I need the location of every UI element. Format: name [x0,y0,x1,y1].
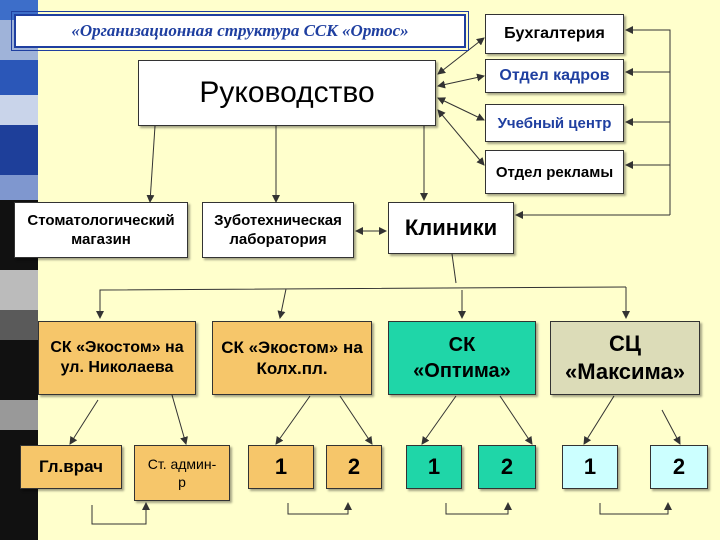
link-c4-sub2 [661,409,681,445]
link-management-accounting [437,37,485,75]
node-clinic-3: СК «Оптима» [388,321,536,395]
link-management-training [437,97,485,121]
node-c3-sub2: 2 [478,445,536,489]
strip-block [0,310,38,340]
chart-title: «Организационная структура ССК «Ортос» [11,11,469,51]
strip-block [0,60,38,95]
strip-block [0,125,38,175]
node-training: Учебный центр [485,104,624,142]
link-c2-sub1 [275,395,311,445]
node-c1-head: Гл.врач [20,445,122,489]
node-management: Руководство [138,60,436,126]
node-c4-sub1: 1 [562,445,618,489]
bracket-c1 [91,502,150,525]
node-c2-sub2: 2 [326,445,382,489]
node-clinic-1: СК «Экостом» на ул. Николаева [38,321,196,395]
node-c3-sub1: 1 [406,445,462,489]
clinics-bus [99,286,627,305]
link-c3-sub2 [499,395,533,445]
node-c2-sub1: 1 [248,445,314,489]
node-clinics: Клиники [388,202,514,254]
node-accounting: Бухгалтерия [485,14,624,54]
node-dental-shop: Стоматологический магазин [14,202,188,258]
node-hr: Отдел кадров [485,59,624,93]
bracket-c3 [445,502,512,515]
bracket-c4 [599,502,672,515]
bracket-accounting [625,26,671,215]
link-c1-admin [171,394,188,445]
bracket-c2 [287,502,352,515]
strip-block [0,270,38,310]
strip-block [0,400,38,430]
strip-block [0,95,38,125]
link-c4-sub1 [583,395,615,445]
link-clinics-bus [451,253,457,284]
link-management-hr [437,73,485,89]
node-c4-sub2: 2 [650,445,708,489]
node-clinic-4: СЦ «Максима» [550,321,700,395]
link-management-shop [146,125,156,203]
node-c1-admin: Ст. админ-р [134,445,230,501]
link-c1-head [69,399,99,445]
link-c2-sub2 [339,395,373,445]
strip-block [0,340,38,400]
node-clinic-2: СК «Экостом» на Колх.пл. [212,321,372,395]
link-management-advertising [437,109,485,166]
decorative-side-strip [0,0,38,540]
link-bus-clinic-2 [277,288,287,319]
node-advertising: Отдел рекламы [485,150,624,194]
strip-block [0,175,38,200]
link-c3-sub1 [421,395,457,445]
node-dental-lab: Зуботехническая лаборатория [202,202,354,258]
